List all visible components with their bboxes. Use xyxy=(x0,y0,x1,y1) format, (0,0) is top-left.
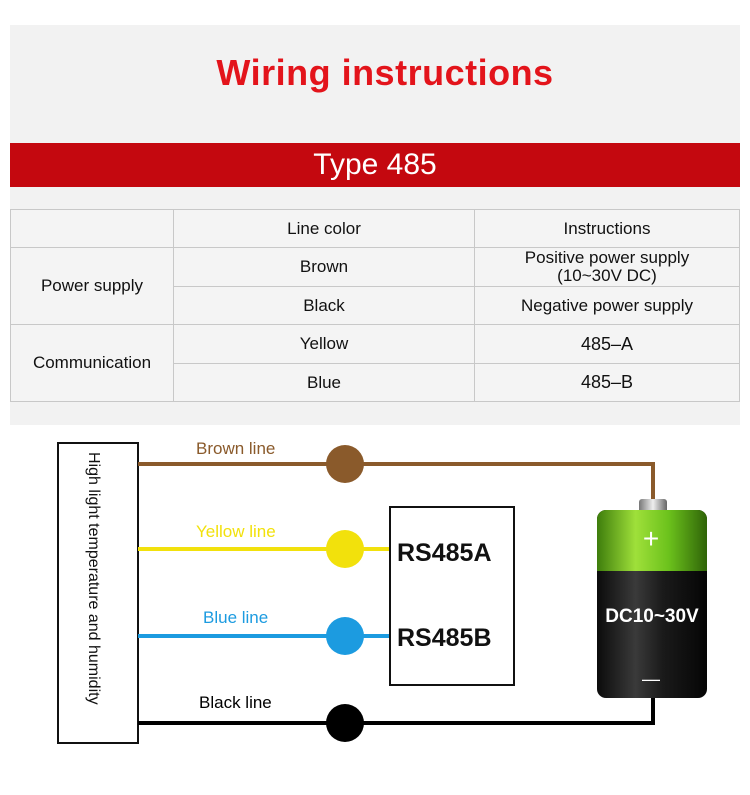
page-title: Wiring instructions xyxy=(216,52,554,93)
rs485a-label: RS485A xyxy=(397,539,492,567)
type-banner: Type 485 xyxy=(10,143,740,187)
instruction-line: Positive power supply xyxy=(524,248,690,267)
line-color-cell: Yellow xyxy=(173,324,475,364)
instruction-cell: 485–B xyxy=(474,363,740,402)
table-row: Blue 485–B xyxy=(11,363,740,402)
instruction-line: (10~30V DC) xyxy=(557,266,657,285)
battery-icon: + DC10~30V — xyxy=(597,499,707,698)
yellow-terminal xyxy=(326,530,364,568)
battery-minus-sign: — xyxy=(642,669,660,689)
instruction-cell: Negative power supply xyxy=(474,286,740,325)
blue-line-label: Blue line xyxy=(203,608,268,627)
line-color-cell: Blue xyxy=(173,363,475,402)
battery-green-band xyxy=(597,510,707,571)
black-line-label: Black line xyxy=(199,693,272,712)
table-row: Power supply Brown Positive power supply… xyxy=(10,247,740,325)
rs485-box xyxy=(389,506,515,686)
black-wire xyxy=(138,695,655,725)
sensor-box xyxy=(57,442,139,744)
table-header-row: Line color Instructions xyxy=(10,209,740,248)
group-power-supply: Power supply xyxy=(10,247,174,325)
wiring-table: Line color Instructions Power supply Bro… xyxy=(10,209,740,402)
sensor-label: High light temperature and humidity xyxy=(85,452,102,705)
rs485b-label: RS485B xyxy=(397,624,492,652)
brown-line-label: Brown line xyxy=(196,439,275,458)
table-row: Black Negative power supply xyxy=(11,286,740,325)
battery-voltage-label: DC10~30V xyxy=(605,606,699,627)
line-color-cell: Black xyxy=(173,286,475,325)
brown-wire xyxy=(138,462,655,500)
instruction-cell: 485–A xyxy=(474,324,740,364)
group-communication: Communication xyxy=(10,324,174,402)
instruction-cell: Positive power supply (10~30V DC) xyxy=(474,247,740,287)
battery-plus-sign: + xyxy=(643,523,659,554)
table-row: Communication Yellow 485–A xyxy=(10,324,740,402)
blue-terminal xyxy=(326,617,364,655)
battery-cap xyxy=(639,499,667,513)
yellow-line-label: Yellow line xyxy=(196,522,276,541)
black-terminal xyxy=(326,704,364,742)
brown-terminal xyxy=(326,445,364,483)
header-cell-empty xyxy=(10,209,174,248)
